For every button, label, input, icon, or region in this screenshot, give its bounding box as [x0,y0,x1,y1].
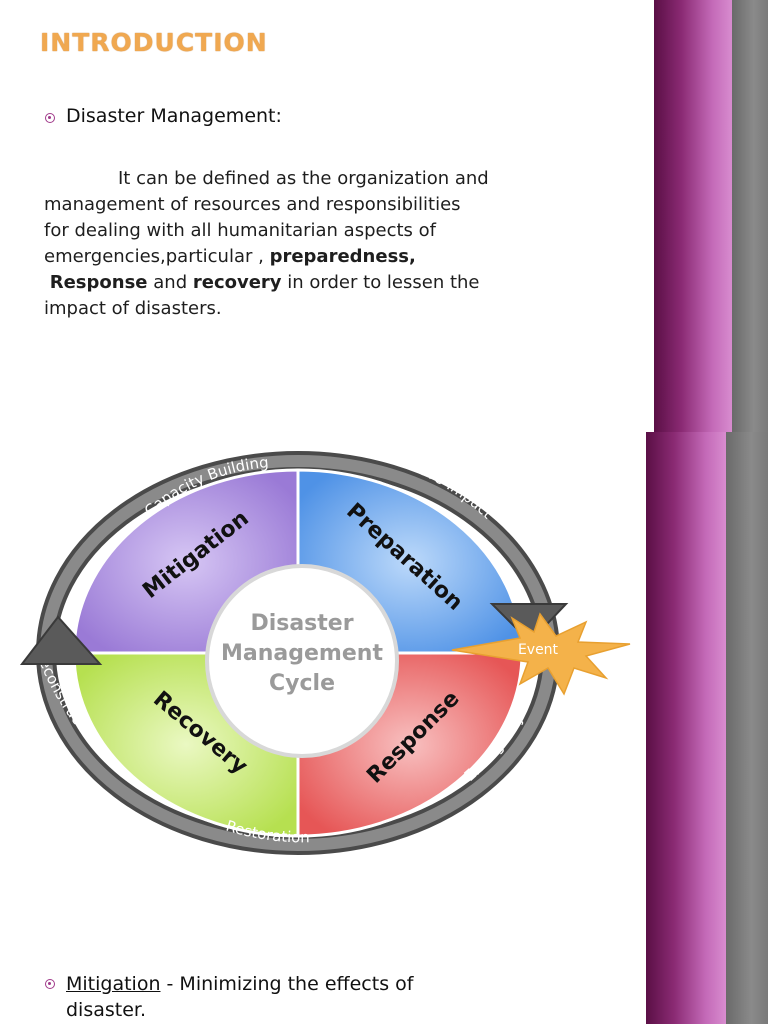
slide-decoration [646,864,768,1024]
bullet-icon [45,113,55,123]
arrowhead-right [489,603,569,644]
slide-cycle: Disaster Management Cycle Mitigation Pre… [0,432,768,864]
slide-introduction: INTRODUCTION Disaster Management: It can… [0,0,768,432]
disaster-management-cycle-diagram: Disaster Management Cycle Mitigation Pre… [19,451,631,855]
center-label-line1: Disaster [250,611,353,636]
bullet-icon [45,979,55,989]
slide-mitigation [0,864,768,1024]
mitigation-term: Mitigation [66,973,161,995]
mitigation-definition: Mitigation - Minimizing the effects of d… [66,973,414,1021]
slide-title: INTRODUCTION [40,28,268,57]
definition-paragraph: It can be defined as the organization an… [44,168,489,319]
event-label: Event [518,642,559,658]
center-label-line3: Cycle [269,671,335,696]
slide-decoration [646,432,768,864]
center-circle [205,564,399,758]
arrowhead-left [19,615,103,665]
section-heading: Disaster Management: [66,105,282,127]
center-label-line2: Management [221,641,383,666]
event-starburst-icon [451,612,631,696]
slide-decoration [654,0,768,432]
